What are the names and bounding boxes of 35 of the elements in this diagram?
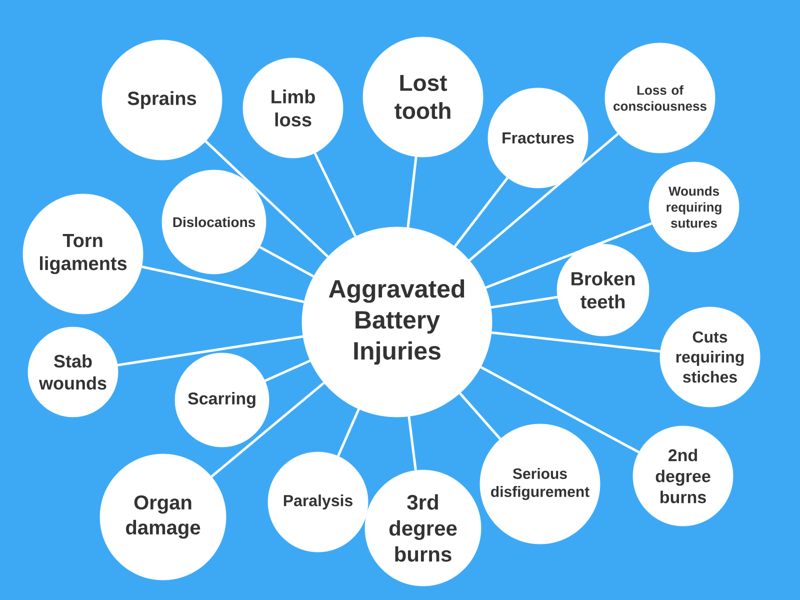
circle-node: Organ damage [100,454,226,580]
connector-line [468,132,619,262]
circle-node: Loss of consciousness [604,42,716,154]
circle-node: Scarring [174,352,270,448]
connector-line [337,408,360,457]
connector-line [264,360,311,382]
circle-node: 2nd degree burns [632,426,734,526]
circle-node: Broken teeth [556,244,650,336]
connector-line [406,156,418,228]
circle-node: Serious disfigurement [480,424,600,544]
connector-line [490,296,558,309]
connector-line [454,177,508,248]
connector-line [210,382,325,478]
circle-node: Torn ligaments [22,194,144,314]
connector-line [142,266,304,304]
connector-line [117,335,304,366]
circle-node: Sprains [102,40,222,160]
circle-node: 3rd degree burns [364,470,482,586]
circle-node: Lost tooth [362,36,484,158]
circle-node: Fractures [488,88,588,188]
connector-line [485,222,652,289]
connector-line [204,140,329,258]
connector-line [408,416,417,470]
circle-node: Aggravated Battery Injuries [302,226,492,418]
circle-node: Cuts requiring stiches [660,306,760,408]
circle-node: Wounds requiring sutures [648,162,740,252]
circle-node: Paralysis [268,452,368,552]
connector-line [259,246,314,278]
circle-node: Dislocations [162,170,266,274]
connector-line [459,392,502,440]
connector-line [314,152,357,237]
circle-node: Stab wounds [28,326,118,418]
circle-node: Limb loss [242,58,344,158]
connector-line [480,366,640,454]
connector-line [491,331,660,353]
